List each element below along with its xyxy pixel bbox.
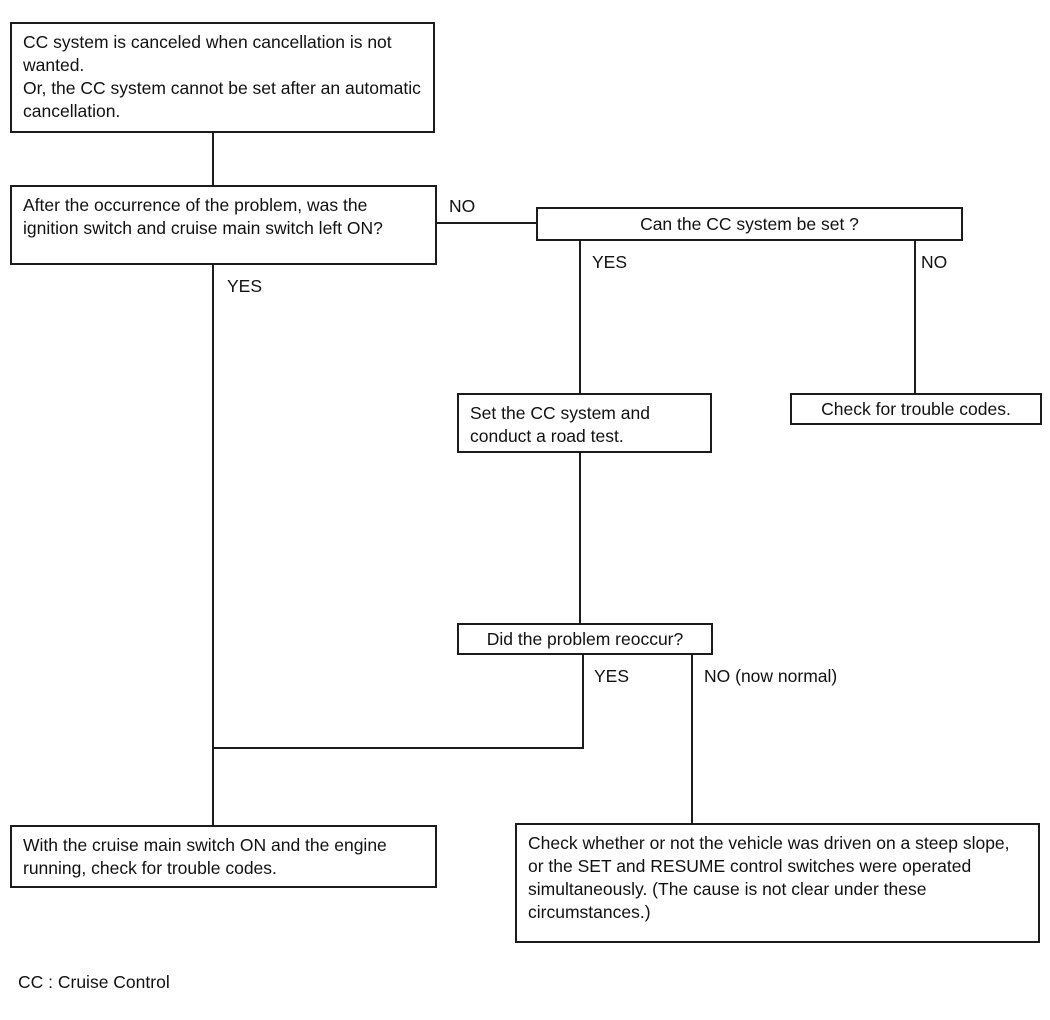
flow-node-action-main-switch-on-check-codes: With the cruise main switch ON and the e…	[10, 825, 437, 888]
flow-node-question-can-cc-be-set: Can the CC system be set ?	[536, 207, 963, 241]
flow-node-action-set-road-test: Set the CC system and conduct a road tes…	[457, 393, 712, 453]
flow-node-question-problem-reoccur: Did the problem reoccur?	[457, 623, 713, 655]
flow-node-symptom: CC system is canceled when cancellation …	[10, 22, 435, 133]
connector-q3-no-vertical	[691, 655, 693, 823]
edge-label-no-q3: NO (now normal)	[704, 666, 838, 686]
flow-node-action-check-steep-slope: Check whether or not the vehicle was dri…	[515, 823, 1040, 943]
edge-label-no-q2: NO	[921, 252, 948, 272]
connector-q1-yes-vertical	[212, 265, 214, 825]
connector-q2-yes-vertical	[579, 241, 581, 393]
connector-symptom-to-q1	[212, 133, 214, 185]
connector-q3-yes-vertical	[582, 655, 584, 749]
edge-label-yes-q2: YES	[592, 252, 628, 272]
edge-label-no-q1: NO	[449, 196, 476, 216]
edge-label-yes-q3: YES	[594, 666, 630, 686]
flow-node-question-ignition-left-on: After the occurrence of the problem, was…	[10, 185, 437, 265]
edge-label-yes-q1: YES	[227, 276, 263, 296]
connector-q3-yes-horizontal	[213, 747, 584, 749]
connector-roadtest-to-q3	[579, 453, 581, 623]
flow-node-action-check-trouble-codes: Check for trouble codes.	[790, 393, 1042, 425]
connector-q2-no-vertical	[914, 241, 916, 393]
connector-q1-no-horizontal	[437, 222, 536, 224]
legend-cc-abbreviation: CC : Cruise Control	[18, 972, 170, 992]
